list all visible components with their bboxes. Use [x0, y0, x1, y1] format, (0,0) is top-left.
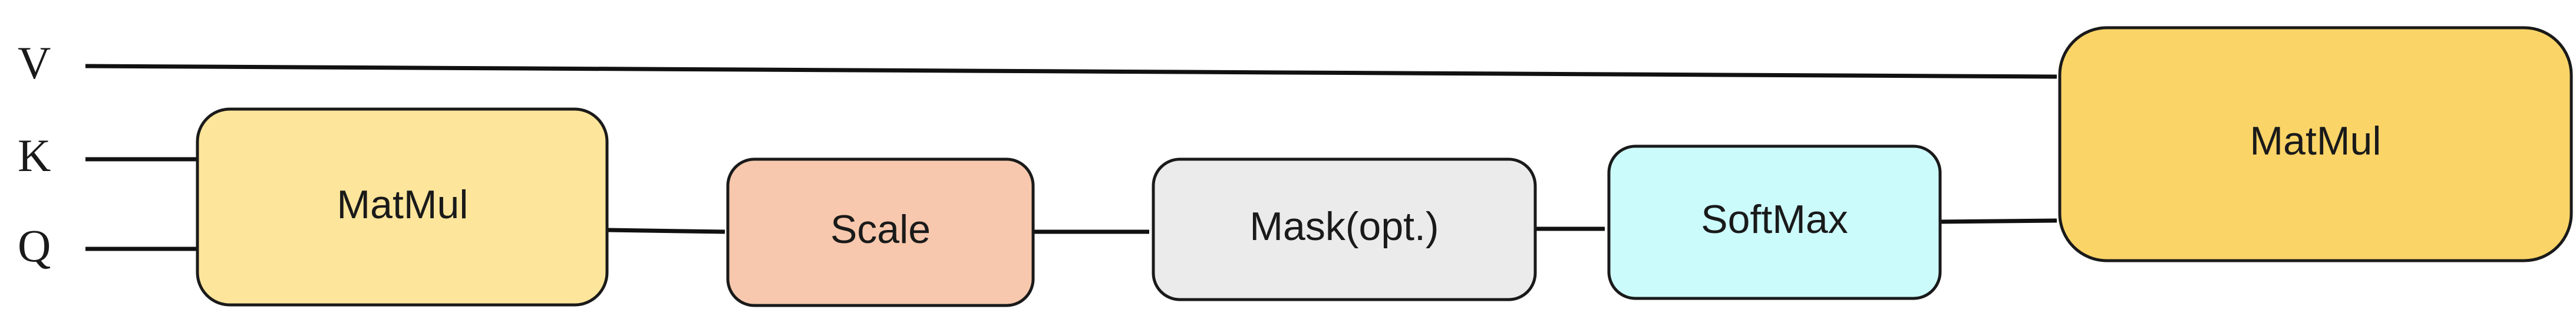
matmul-node-2-box [2058, 26, 2573, 262]
scale-node-box [726, 157, 1035, 307]
matmul-node-1: MatMul [196, 107, 609, 307]
matmul-node-1-box [196, 107, 609, 307]
softmax-node-box [1607, 144, 1942, 300]
input-label-q: Q [18, 220, 51, 271]
softmax-node-label: SoftMax [1701, 197, 1848, 242]
matmul-node-2-label: MatMul [2250, 119, 2382, 163]
scale-node: Scale [726, 157, 1035, 307]
edge-softmax-to-matmul-2 [1940, 218, 2057, 224]
mask-node-box [1152, 157, 1537, 301]
matmul-node-1-label: MatMul [337, 182, 469, 227]
scale-node-label: Scale [830, 207, 931, 252]
softmax-node: SoftMax [1607, 144, 1942, 300]
mask-node: Mask(opt.) [1152, 157, 1537, 301]
edge-matmul-1-to-scale [606, 228, 725, 234]
matmul-node-2: MatMul [2058, 26, 2573, 262]
mask-node-label: Mask(opt.) [1249, 204, 1439, 249]
input-label-k: K [18, 130, 51, 181]
input-label-v: V [18, 37, 51, 88]
edge-v-to-matmul-2 [85, 64, 2057, 79]
